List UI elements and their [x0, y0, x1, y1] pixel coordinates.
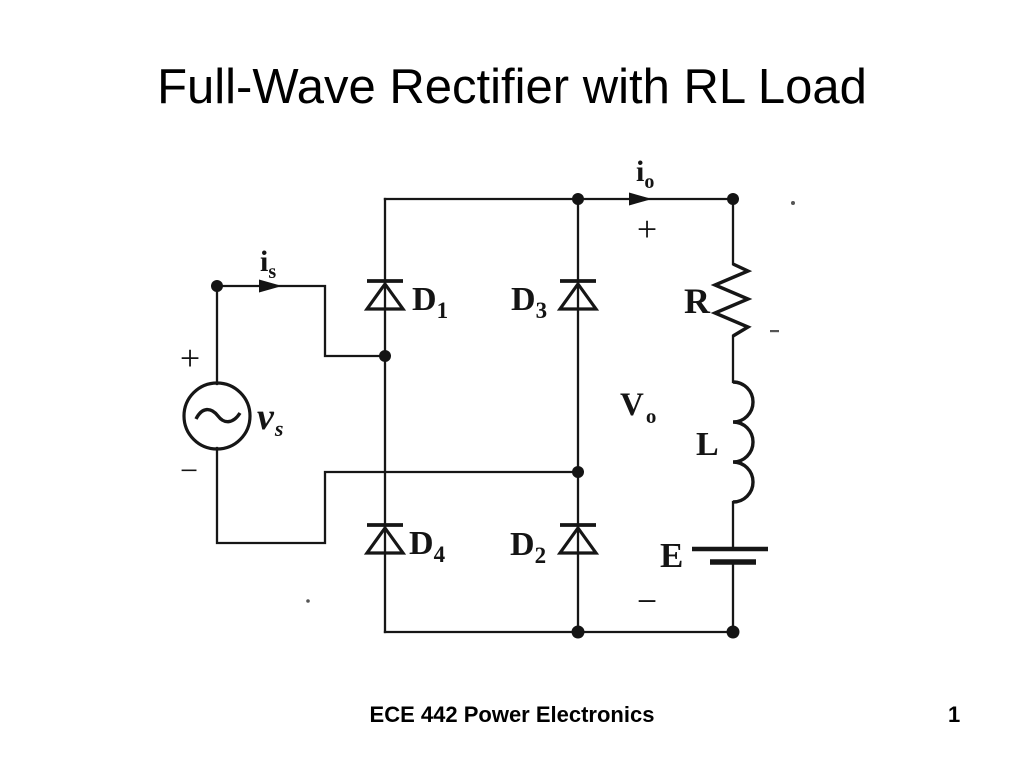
ac-source — [182, 381, 252, 451]
output-minus-sign: − — [637, 581, 657, 621]
diode-d3-label: D3 — [511, 281, 547, 323]
inductor-symbol — [732, 380, 755, 504]
junction-dot-right-bridge-mid — [572, 466, 584, 478]
diode-d1-symbol — [363, 279, 407, 311]
footer-course: ECE 442 Power Electronics — [369, 702, 655, 727]
source-plus-sign: + — [180, 338, 200, 378]
sine-wave-icon — [194, 407, 242, 424]
ac-source-circle — [182, 381, 252, 451]
diode-d2-symbol — [556, 523, 600, 555]
diode-d4-triangle — [363, 525, 407, 555]
wire-source-return-path — [215, 446, 580, 545]
diode-d2-triangle — [556, 525, 600, 555]
diode-d2-label: D2 — [510, 526, 546, 568]
wires — [215, 197, 735, 634]
diode-d3-symbol — [556, 279, 600, 311]
footer-page-number: 1 — [948, 702, 961, 727]
diode-d3-triangle — [556, 281, 600, 311]
diode-d1-label: D1 — [412, 281, 448, 323]
diode-d4-label: D4 — [409, 525, 446, 567]
diode-d1-triangle — [363, 281, 407, 311]
scan-speck — [306, 599, 310, 603]
output-plus-sign: + — [637, 209, 657, 249]
source-minus-sign: − — [180, 452, 198, 488]
io-arrow-icon — [629, 192, 652, 206]
scan-speck — [791, 201, 795, 205]
junction-dot-load-bottom — [726, 625, 740, 639]
output-voltage-label: Vo — [620, 387, 656, 428]
junction-dot-bottom-rail — [571, 625, 585, 639]
slide-title: Full-Wave Rectifier with RL Load — [157, 60, 867, 114]
resistor-label: R — [684, 281, 711, 321]
source-current-label: is — [260, 245, 276, 283]
diode-d4-symbol — [363, 523, 407, 555]
is-arrow-icon — [259, 279, 282, 293]
junction-dot-source-top — [211, 280, 223, 292]
source-voltage-label: vs — [257, 396, 283, 441]
battery-label: E — [660, 536, 683, 575]
inductor-label: L — [696, 426, 719, 463]
junction-dots — [211, 193, 740, 639]
junction-dot-load-top — [727, 193, 739, 205]
output-current-label: io — [636, 155, 654, 193]
junction-dot-left-bridge-mid — [379, 350, 391, 362]
resistor-symbol — [710, 262, 753, 338]
wire-source-current-path — [215, 284, 387, 358]
junction-dot-top-rail — [572, 193, 584, 205]
scan-speck — [770, 330, 779, 333]
battery-symbol — [692, 546, 768, 565]
